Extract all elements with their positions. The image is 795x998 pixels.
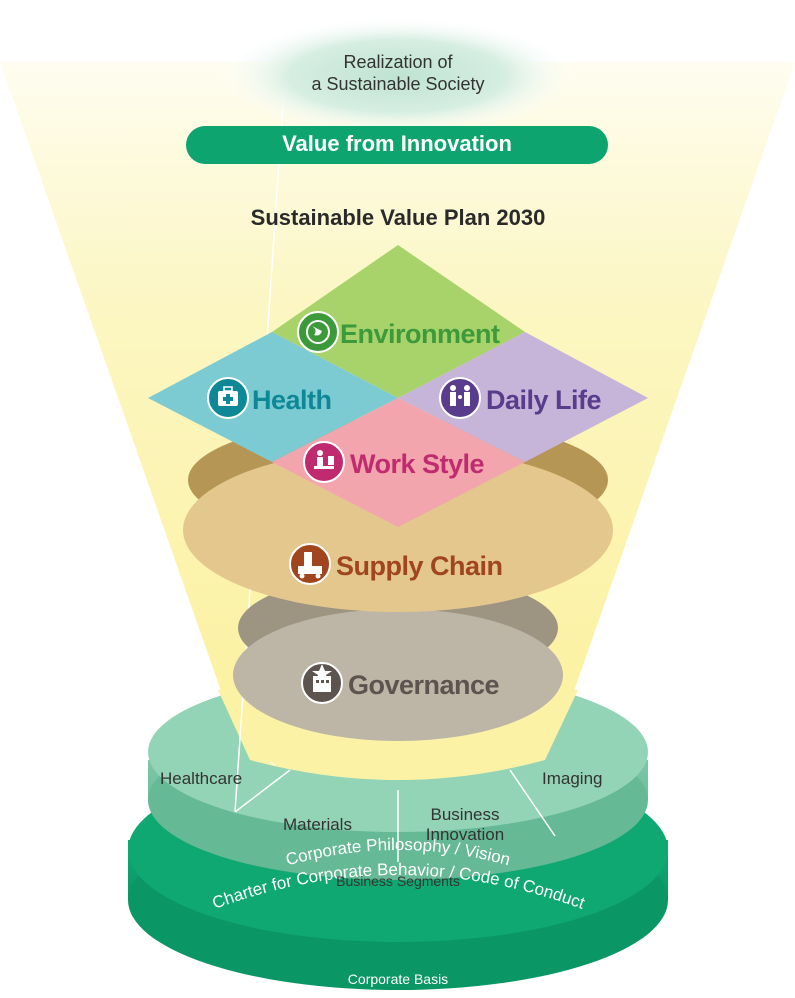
environment-label: Environment (340, 319, 500, 349)
desk-worker-icon (303, 441, 345, 483)
corporate-basis-caption: Corporate Basis (347, 971, 449, 987)
governance-disk (233, 609, 563, 741)
supply-chain-label: Supply Chain (336, 551, 503, 581)
goal-cloud (218, 16, 578, 136)
segment-divider-0 (269, 761, 276, 766)
work-style-label: Work Style (350, 449, 485, 479)
first-aid-kit-icon (207, 377, 249, 419)
plan-title: Sustainable Value Plan 2030 (250, 205, 546, 230)
governance-label: Governance (348, 670, 500, 700)
top-goal-label: Realization of a Sustainable Society (311, 52, 485, 94)
segment-healthcare: Healthcare (160, 769, 243, 788)
value-pill-label: Value from Innovation (282, 131, 512, 156)
environment-diamond (272, 245, 525, 398)
globe-icon (297, 311, 339, 353)
value-pill-bg (186, 126, 608, 164)
health-label: Health (252, 385, 332, 415)
segment-business-innovation: Business Innovation (425, 805, 505, 845)
family-icon (439, 377, 481, 419)
work-style-diamond (272, 398, 525, 527)
segment-divider-1b (234, 769, 291, 813)
factory-truck-icon (289, 543, 331, 585)
daily-life-diamond (398, 332, 648, 462)
business-segments-caption: Business Segments (336, 873, 460, 889)
daily-life-label: Daily Life (486, 385, 602, 415)
building-icon (301, 662, 343, 704)
health-diamond (148, 332, 398, 462)
segment-divider-3 (509, 769, 556, 837)
segment-materials: Materials (283, 815, 352, 834)
segment-imaging: Imaging (542, 769, 603, 788)
